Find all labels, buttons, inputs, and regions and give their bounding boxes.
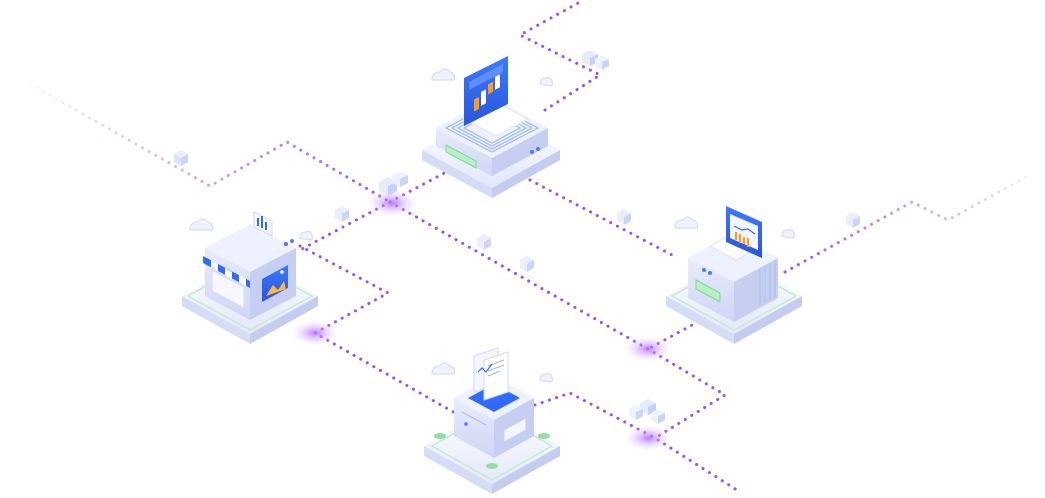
cloud-icon: [781, 228, 796, 239]
cube-cluster: [582, 50, 609, 70]
cloud-icon: [674, 216, 699, 229]
cloud-icons: [189, 68, 796, 383]
cube-small: [477, 234, 491, 250]
cube-small: [520, 256, 534, 272]
junction-glow-right: [624, 336, 672, 362]
cube-cluster: [379, 171, 408, 196]
connector-top-right-up: [516, 0, 604, 112]
cloud-icon: [539, 372, 554, 383]
junction-glow-bottom: [624, 425, 672, 451]
cube-cluster: [629, 399, 665, 424]
cube-small: [174, 150, 188, 166]
cloud-icon: [539, 76, 554, 87]
connector-junction-to-left: [298, 200, 392, 252]
cube-small: [335, 206, 349, 222]
cube-small: [846, 212, 860, 228]
connector-far-right: [783, 173, 1032, 274]
connector-far-left: [28, 82, 392, 204]
cube-small: [617, 209, 631, 225]
cloud-icon: [299, 230, 314, 241]
node-top-laptop: [422, 56, 560, 198]
cloud-icon: [431, 68, 456, 81]
node-left-shop: [182, 211, 318, 344]
status-panel-green: [445, 144, 477, 169]
connector-top-to-right: [528, 178, 674, 257]
node-right-printer: [666, 206, 802, 344]
floating-cubes: [174, 50, 860, 424]
junction-glow-top: [366, 189, 418, 217]
document-icon: [473, 347, 509, 401]
junction-glows: [291, 189, 672, 451]
cloud-icon: [189, 218, 214, 231]
cloud-icon: [431, 362, 456, 375]
awning: [203, 256, 250, 288]
bar-chart-icon: [253, 211, 273, 237]
junction-glow-left: [291, 320, 339, 346]
chart-icon: [474, 74, 500, 112]
connector-bottom-right: [533, 391, 742, 494]
status-panel-green: [695, 279, 721, 303]
connector-diagonal-main: [388, 200, 728, 440]
node-bottom-box: [424, 347, 560, 494]
report-chart-icon: [733, 225, 756, 247]
